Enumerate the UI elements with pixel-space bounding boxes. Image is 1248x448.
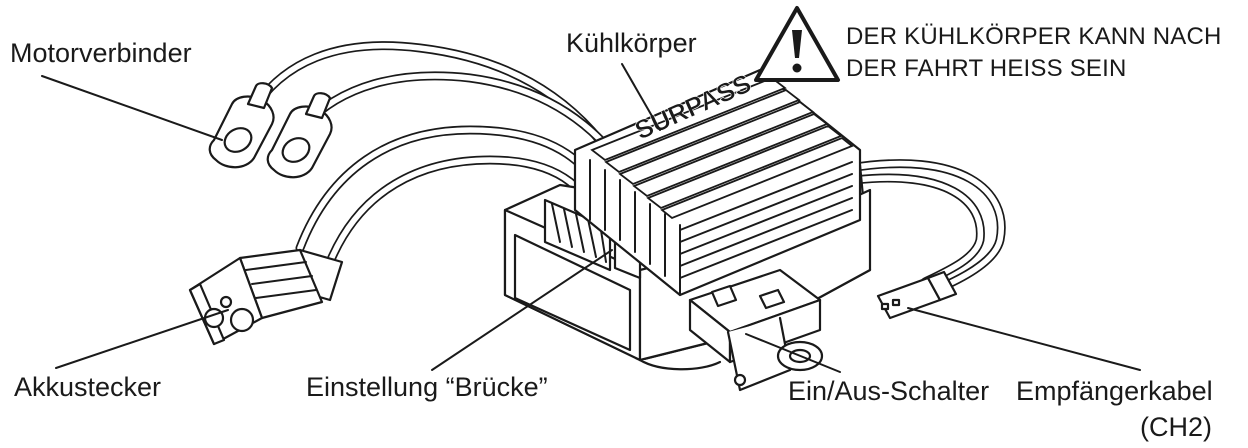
motor-connector-left: [208, 82, 275, 169]
leader-motor-connector: [41, 75, 223, 141]
label-switch: Ein/Aus-Schalter: [788, 376, 990, 406]
battery-plug: [188, 248, 344, 346]
leader-receiver-cable: [907, 307, 1141, 371]
receiver-cable: [845, 159, 1006, 320]
warning-line-2: DER FAHRT HEISS SEIN: [846, 55, 1127, 82]
leader-heatsink: [621, 63, 661, 131]
label-heatsink: Kühlkörper: [566, 28, 697, 58]
leader-switch: [745, 333, 841, 373]
label-motor-connector: Motorverbinder: [10, 38, 192, 68]
leader-battery-plug: [55, 309, 229, 369]
motor-connector-right: [266, 92, 333, 179]
leader-bridge-setting: [431, 249, 613, 371]
heatsink: SURPASS: [573, 67, 862, 297]
label-battery-plug: Akkustecker: [14, 372, 162, 402]
on-off-switch: [688, 268, 824, 392]
label-receiver-cable: Empfängerkabel: [1016, 376, 1213, 406]
label-bridge-setting: Einstellung “Brücke”: [306, 372, 548, 402]
leader-lines: [41, 63, 1141, 373]
label-receiver-channel: (CH2): [1140, 412, 1212, 442]
warning-triangle-icon: [754, 6, 840, 82]
warning-line-1: DER KÜHLKÖRPER KANN NACH: [846, 23, 1222, 50]
